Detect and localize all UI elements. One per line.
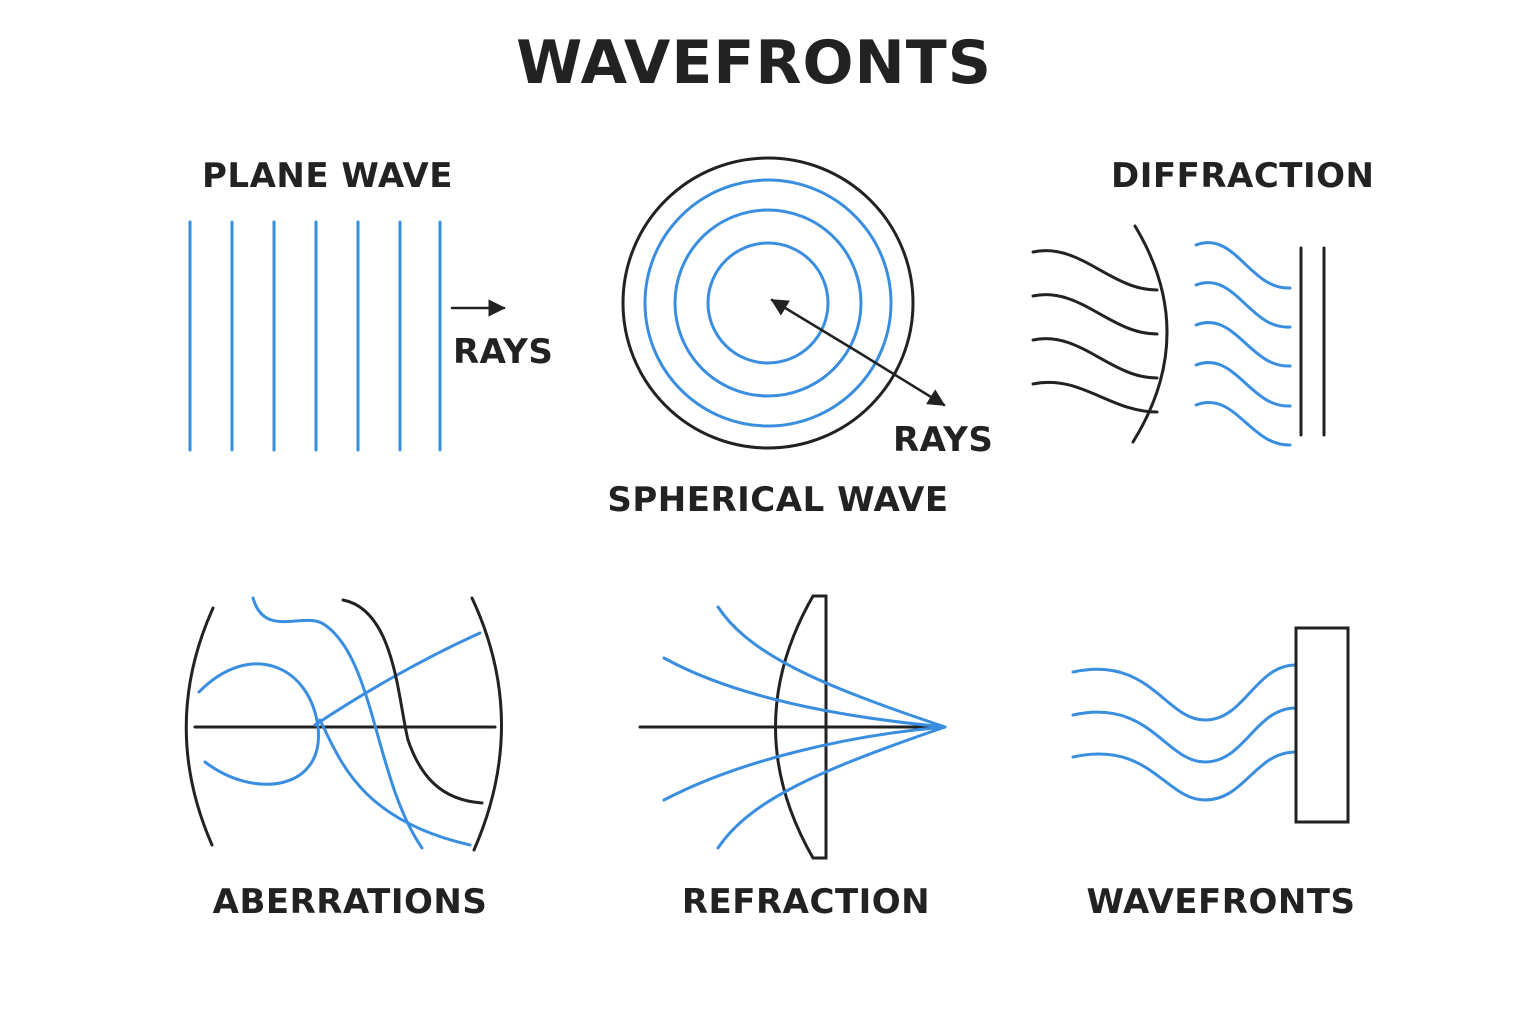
page-title: WAVEFRONTS (516, 28, 992, 98)
plane-wave-rays-label: RAYS (453, 332, 554, 372)
plano-convex-lens (774, 594, 828, 860)
diffracted-wave (1194, 361, 1292, 408)
diffraction-label: DIFFRACTION (1111, 156, 1375, 196)
incident-wave (1031, 380, 1159, 414)
aberrated-wavefront (313, 631, 482, 727)
incident-waves (1031, 249, 1159, 414)
plane-wave-label: PLANE WAVE (202, 156, 453, 196)
incoming-wavefront (1071, 706, 1298, 764)
incident-wave (1031, 293, 1159, 336)
refraction-panel (638, 594, 947, 860)
refraction-label: REFRACTION (681, 882, 931, 922)
aberrated-wavefront (251, 596, 424, 850)
distorted-wavefront (341, 598, 484, 805)
wavefronts-panel (1071, 626, 1350, 824)
ray-arrow-icon (770, 298, 860, 354)
spherical-wave-label: SPHERICAL WAVE (607, 480, 949, 520)
refracted-ray (662, 656, 947, 729)
refracted-ray (662, 725, 947, 802)
aberrations-label: ABERRATIONS (212, 882, 488, 922)
lens-surface-left (184, 606, 215, 847)
refracted-rays (662, 605, 947, 850)
incoming-wavefronts (1071, 663, 1298, 802)
incoming-wavefront (1071, 750, 1298, 802)
lens-surface-right (470, 596, 503, 852)
refracted-ray (716, 725, 947, 850)
ray-arrow-icon (856, 350, 946, 407)
incoming-wavefront (1071, 663, 1298, 722)
aberrations-panel (184, 596, 503, 852)
diffracted-wave (1194, 401, 1292, 447)
incident-wave (1031, 337, 1159, 380)
diffracted-wave (1194, 281, 1292, 329)
aberrated-wavefronts (197, 596, 482, 850)
wavefronts-label: WAVEFRONTS (1086, 882, 1356, 922)
outer-boundary-circle (621, 156, 915, 450)
screen-block (1294, 626, 1350, 824)
aberrated-wavefront (197, 662, 320, 786)
curved-aperture (1131, 224, 1169, 444)
diffraction-panel (1031, 224, 1326, 447)
spherical-wave-rays-label: RAYS (893, 420, 994, 460)
diffracted-waves (1194, 241, 1292, 447)
incident-wave (1031, 249, 1159, 292)
diffracted-wave (1194, 321, 1292, 368)
diffracted-wave (1194, 241, 1292, 290)
spherical-wavefront (706, 241, 830, 365)
plane-wave-panel (188, 220, 506, 452)
spherical-wave-panel (621, 156, 946, 450)
aberrated-wavefront (318, 718, 472, 847)
spherical-wavefront (673, 208, 863, 398)
spherical-wavefront (643, 178, 893, 428)
plane-wavefronts (188, 220, 442, 452)
refracted-ray (716, 605, 947, 729)
